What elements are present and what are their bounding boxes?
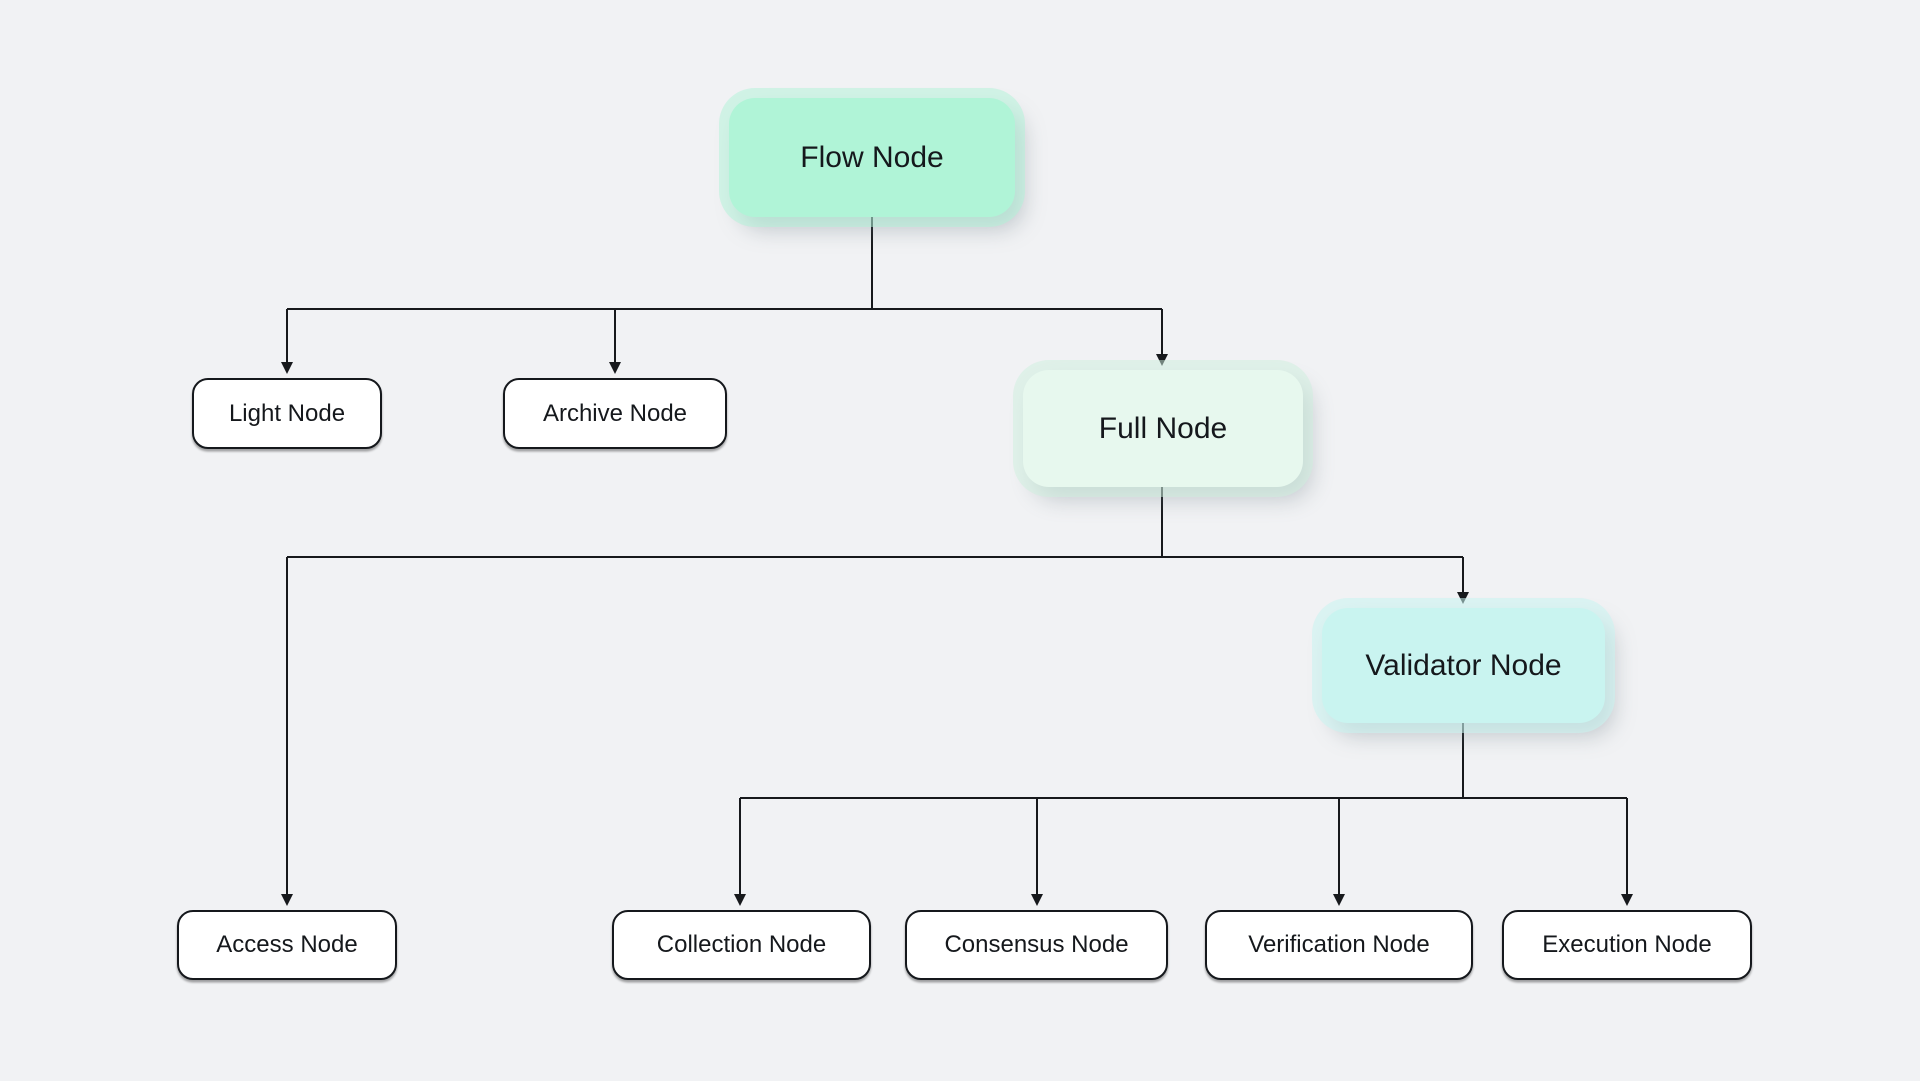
arrowhead-full — [1156, 354, 1168, 366]
node-validator-label: Validator Node — [1365, 648, 1562, 682]
node-verification-label: Verification Node — [1248, 931, 1430, 958]
node-collection[interactable]: Collection Node — [612, 910, 871, 980]
arrowhead-light — [281, 362, 293, 374]
node-consensus-label: Consensus Node — [944, 931, 1129, 958]
connector-full-children — [281, 487, 1469, 906]
node-light[interactable]: Light Node — [192, 378, 382, 449]
node-validator[interactable]: Validator Node — [1322, 608, 1605, 723]
node-access[interactable]: Access Node — [177, 910, 397, 980]
node-verification[interactable]: Verification Node — [1205, 910, 1473, 980]
arrowhead-validator — [1457, 592, 1469, 604]
node-flow[interactable]: Flow Node — [729, 98, 1015, 217]
node-access-label: Access Node — [216, 931, 358, 958]
node-collection-label: Collection Node — [656, 931, 827, 958]
node-consensus[interactable]: Consensus Node — [905, 910, 1168, 980]
node-full[interactable]: Full Node — [1023, 370, 1303, 487]
connector-validator-children — [734, 723, 1633, 906]
node-archive[interactable]: Archive Node — [503, 378, 727, 449]
arrowhead-consensus — [1031, 894, 1043, 906]
arrowhead-archive — [609, 362, 621, 374]
node-archive-label: Archive Node — [542, 399, 688, 427]
node-execution-label: Execution Node — [1542, 931, 1712, 958]
arrowhead-execution — [1621, 894, 1633, 906]
connector-flow-children — [281, 217, 1168, 374]
node-light-label: Light Node — [228, 399, 346, 427]
arrowhead-access — [281, 894, 293, 906]
node-execution[interactable]: Execution Node — [1502, 910, 1752, 980]
node-full-label: Full Node — [1098, 411, 1228, 445]
arrowhead-verification — [1333, 894, 1345, 906]
arrowhead-collection — [734, 894, 746, 906]
node-flow-label: Flow Node — [800, 140, 944, 174]
